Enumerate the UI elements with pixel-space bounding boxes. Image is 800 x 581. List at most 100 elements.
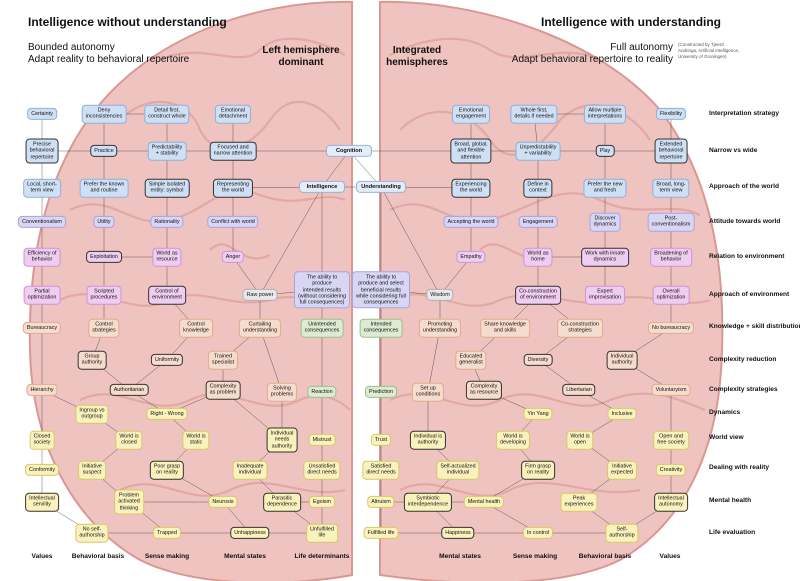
node-complexresource: Complexity as resource: [465, 380, 503, 400]
node-libertarian: Libertarian: [562, 383, 596, 397]
node-overallopt: Overall optimization: [652, 285, 690, 305]
node-worldopen: World is open: [566, 430, 594, 450]
row-label: Complexity reduction: [709, 356, 777, 363]
node-neurosis: Neurosis: [208, 495, 238, 509]
node-allowmulti: Allow multiple interpretations: [583, 104, 627, 124]
edge-anger-rawpower: [232, 256, 261, 296]
column-label: Values: [31, 553, 53, 560]
edge-promoting-setup: [427, 327, 441, 393]
node-yinyang: Yin Yang: [523, 407, 553, 421]
node-bureaucracy: Bureaucracy: [22, 321, 62, 335]
node-efficiency: Efficiency of behavior: [23, 247, 61, 267]
row-label: Complexity strategies: [709, 386, 778, 393]
node-postconv: Post- conventionalism: [647, 212, 695, 232]
node-scripted: Scripted procedures: [86, 285, 122, 305]
node-closedsoc: Closed society: [29, 430, 55, 450]
row-label: Knowledge + skill distribution: [709, 323, 800, 330]
node-rationality: Rationality: [150, 215, 184, 229]
node-prefernew: Prefer the new and fresh: [583, 178, 627, 198]
node-voluntaryism: Voluntaryism: [651, 383, 691, 397]
node-conflict: Conflict with world: [207, 215, 259, 229]
column-label: Sense making: [512, 553, 558, 560]
node-extended: Extended behavioral repertoire: [654, 138, 688, 164]
node-ingroup: Ingroup vs outgroup: [75, 404, 109, 424]
node-abilityselect: The ability to produce and select benefi…: [352, 271, 410, 309]
node-shareknow: Share knowledge and skills: [480, 318, 530, 338]
edge-curtailing-solving: [259, 327, 283, 393]
column-label: Life determinants: [294, 553, 350, 560]
node-intauto: Intellectual autonomy: [654, 492, 688, 512]
node-hierarchy: Hierarchy: [26, 383, 58, 397]
node-trainedspec: Trained specialist: [207, 350, 239, 370]
node-certainty: Certainty: [27, 107, 57, 121]
node-unsatisfied: Unsatisfied direct needs: [303, 460, 341, 480]
node-wholefirst: Whole first, details if needed: [510, 104, 558, 124]
node-mistrust: Mistrust: [308, 433, 336, 447]
row-label: Approach of environment: [709, 291, 790, 298]
node-creativity: Creativity: [655, 463, 687, 477]
node-initexpected: Initiative expected: [607, 460, 637, 480]
node-controlenv: Control of environment: [148, 285, 186, 305]
left-hemisphere-heading-line1: Left hemisphere: [262, 45, 340, 56]
left-title: Intelligence without understanding: [28, 15, 227, 29]
node-cognition: Cognition: [326, 144, 372, 158]
right-subtitle-autonomy: Full autonomy: [610, 42, 673, 53]
integrated-heading-line2: hemispheres: [386, 57, 448, 68]
node-expertimpro: Expert improvisation: [585, 285, 625, 305]
node-partialopt: Partial optimization: [23, 285, 61, 305]
node-unhappiness: Unhappiness: [230, 526, 270, 540]
node-poorgrasp: Poor grasp on reality: [149, 460, 185, 480]
node-broad: Broad, global, and flexible attention: [450, 138, 492, 164]
node-play: Play: [595, 144, 615, 158]
node-happiness: Happiness: [441, 526, 475, 540]
node-uniformity: Uniformity: [150, 353, 184, 367]
node-preferknown: Prefer the known and routine: [79, 178, 129, 198]
edge-intelligence-rawpower: [259, 186, 323, 296]
node-experiencing: Experiencing the world: [451, 178, 491, 198]
node-indneeds: Individual needs authority: [266, 427, 298, 453]
node-educated: Educated generalist: [455, 350, 487, 370]
row-label: Interpretation strategy: [709, 110, 779, 117]
node-parasitic: Parasitic dependence: [263, 492, 301, 512]
node-rightwrong: Right - Wrong: [146, 407, 188, 421]
node-intserv: Intellectual servility: [25, 492, 59, 512]
node-worldstatic: World is static: [182, 430, 210, 450]
node-abilityproduce: The ability to produce intended results …: [294, 271, 350, 309]
node-indisauth: Individual is authority: [409, 430, 447, 450]
node-prediction: Prediction: [365, 385, 397, 399]
node-groupauth: Group authority: [77, 350, 107, 370]
node-curtailing: Curtailing understanding: [238, 318, 282, 338]
node-precise: Precise behavioral repertoire: [25, 138, 59, 164]
node-diversity: Diversity: [523, 353, 553, 367]
node-worldresource: World as resource: [152, 247, 182, 267]
node-solving: Solving problems: [266, 382, 298, 402]
left-hemisphere-heading: Left hemisphere dominant: [256, 45, 346, 69]
edge-empathy-wisdom: [439, 256, 472, 296]
node-accepting: Accepting the world: [443, 215, 499, 229]
node-authoritarian: Authoritarian: [109, 383, 149, 397]
node-localshort: Local, short- term view: [23, 178, 61, 198]
column-label: Mental states: [224, 553, 266, 560]
node-unfulfilled: Unfulfilled life: [306, 523, 338, 543]
node-indauth: Individual authority: [606, 350, 638, 370]
node-worldhome: World as home: [523, 247, 553, 267]
node-broadening: Broadening of behavior: [650, 247, 692, 267]
node-conventionalism: Conventionalism: [18, 215, 66, 229]
node-reaction: Reaction: [307, 385, 337, 399]
node-emodetach: Emotional detachment: [214, 104, 252, 124]
node-mentalhealth: Mental health: [463, 495, 505, 509]
node-setup: Set up conditions: [411, 382, 445, 402]
row-label: Attitude towards world: [709, 218, 781, 225]
node-nobureaucracy: No bureaucracy: [647, 321, 695, 335]
node-understanding: Understanding: [356, 180, 406, 194]
integrated-hemispheres-heading: Integrated hemispheres: [377, 45, 457, 69]
node-deny: Deny inconsistencies: [81, 104, 127, 124]
node-flexibility: Flexibility: [655, 107, 687, 121]
node-altruism: Altruism: [367, 495, 395, 509]
node-selfauth: Self- authorship: [605, 523, 639, 543]
node-practice: Practice: [90, 144, 118, 158]
node-promoting: Promoting understanding: [418, 318, 462, 338]
column-label: Mental states: [439, 553, 481, 560]
node-controlknow: Control knowledge: [179, 318, 213, 338]
